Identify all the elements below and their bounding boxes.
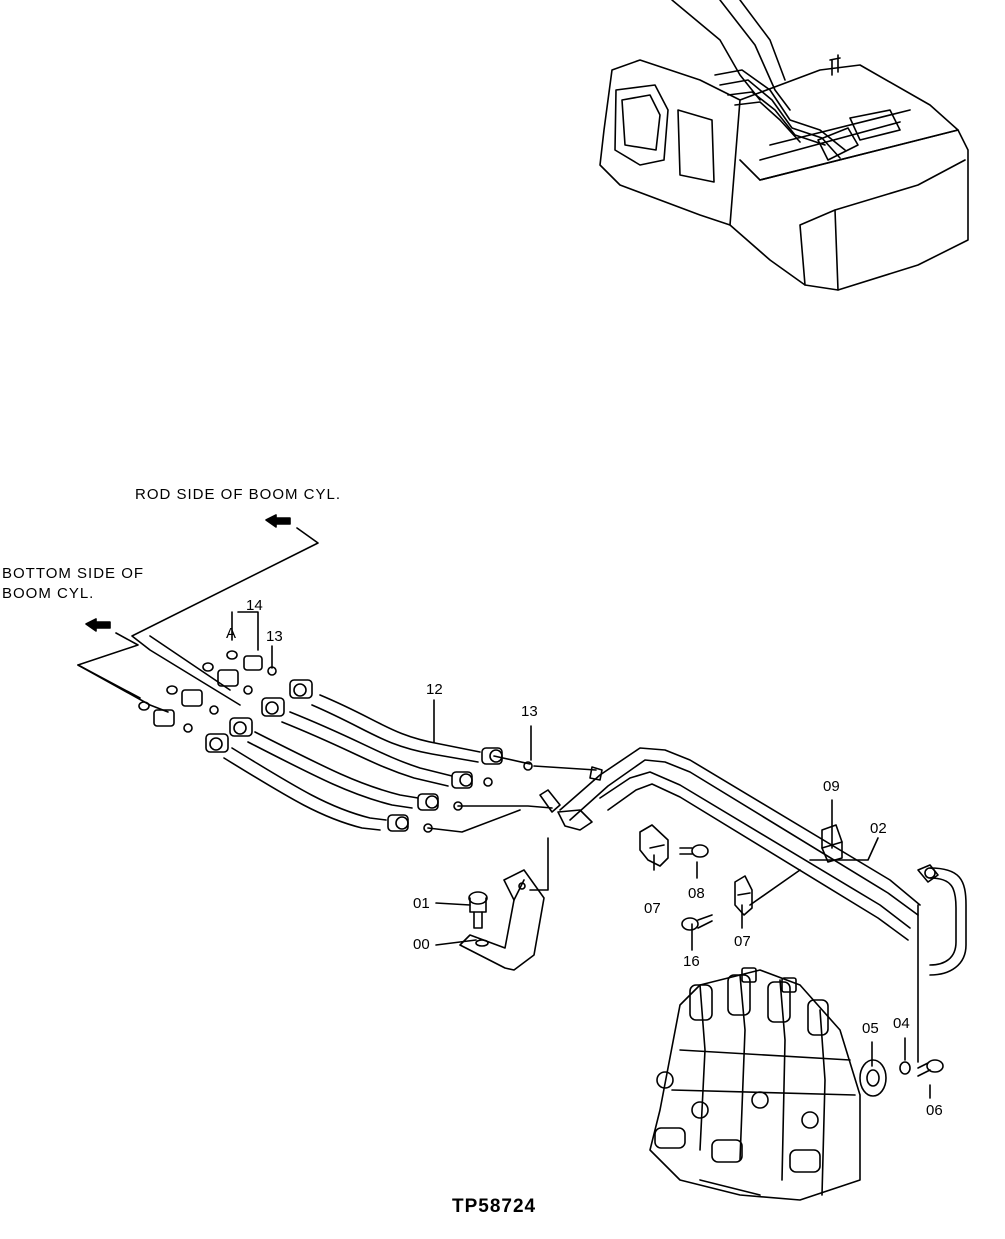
clamp-07-lower (734, 875, 753, 916)
callout-14: 14 (246, 597, 263, 614)
flange-05 (859, 1059, 887, 1097)
callout-05: 05 (862, 1020, 879, 1037)
o-ring-04 (899, 1061, 911, 1075)
bottom-side-note-line1: BOTTOM SIDE OF (2, 565, 145, 582)
callout-02: 02 (870, 820, 887, 837)
hose-assemblies (138, 650, 533, 833)
callout-07-upper: 07 (644, 900, 661, 917)
leader-lines (231, 611, 931, 1099)
callout-04: 04 (893, 1015, 910, 1032)
callout-07-lower: 07 (734, 933, 751, 950)
callout-01: 01 (413, 895, 430, 912)
block-09 (821, 824, 843, 863)
callout-13-left: 13 (266, 628, 283, 645)
bottom-side-note-line2: BOOM CYL. (2, 585, 95, 602)
bracket-00 (459, 869, 545, 971)
figure-id: TP58724 (452, 1196, 537, 1217)
hose-fittings (205, 679, 503, 832)
bolt-08 (679, 844, 709, 858)
rod-side-note: ROD SIDE OF BOOM CYL. (135, 486, 342, 503)
callout-08: 08 (688, 885, 705, 902)
callout-09: 09 (823, 778, 840, 795)
clamp-07-upper (639, 824, 669, 867)
bolt-06 (917, 1059, 944, 1077)
bolt-16 (681, 914, 713, 931)
detail-marker-a: A (226, 625, 237, 642)
callout-16: 16 (683, 953, 700, 970)
adapters-and-o-rings (138, 650, 533, 833)
bolt-01 (468, 891, 488, 929)
control-valve (649, 967, 861, 1201)
callout-13-right: 13 (521, 703, 538, 720)
callout-00: 00 (413, 936, 430, 953)
callout-12: 12 (426, 681, 443, 698)
callout-06: 06 (926, 1102, 943, 1119)
rigid-pipes (539, 747, 967, 1063)
excavator-overview-illustration (599, 0, 969, 291)
bottom-side-arrow (77, 618, 169, 713)
rod-side-arrow (131, 514, 319, 706)
